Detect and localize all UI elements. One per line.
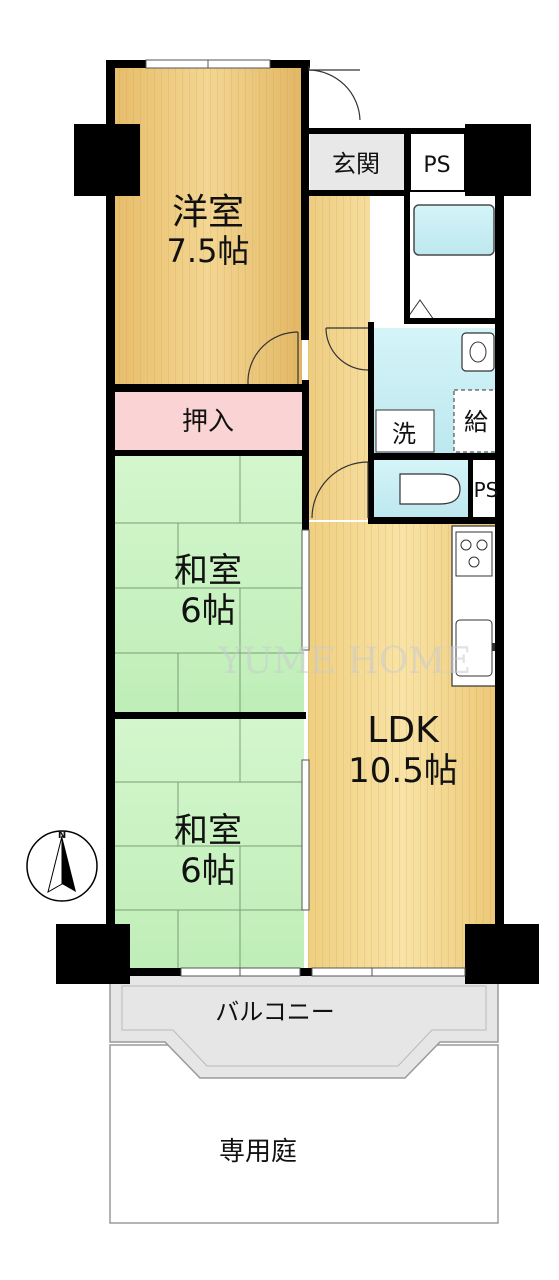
washbasin xyxy=(461,332,495,372)
balcony-area xyxy=(109,974,499,1079)
toilet-bowl xyxy=(399,473,461,505)
compass: N xyxy=(26,830,98,902)
column-sw xyxy=(56,924,130,984)
windows xyxy=(145,59,466,977)
compass-north-label: N xyxy=(58,830,66,841)
water-heater-label: 給 xyxy=(464,408,488,436)
japanese-room-1-floor xyxy=(114,455,304,712)
washroom-label: 洗 xyxy=(392,420,416,448)
japanese-room-1-name: 和室 xyxy=(174,551,242,591)
closet-floor xyxy=(114,392,302,450)
ldk-name: LDK xyxy=(367,710,440,751)
ps-top-label: PS xyxy=(423,153,450,178)
ps-top-area xyxy=(409,132,466,192)
washer-pan xyxy=(375,409,435,453)
garden-label: 専用庭 xyxy=(219,1137,297,1167)
stove xyxy=(455,531,493,577)
ps-toilet-area xyxy=(472,460,498,518)
watermark: YUME HOME xyxy=(218,641,472,682)
column-se xyxy=(465,924,539,984)
entrance-label: 玄関 xyxy=(332,150,380,178)
japanese-room-1-size: 6帖 xyxy=(180,591,236,631)
japanese-room-2-size: 6帖 xyxy=(180,851,236,891)
door-swings xyxy=(247,66,369,519)
western-room-size: 7.5帖 xyxy=(167,232,250,270)
entrance-floor xyxy=(310,133,406,191)
japanese-room-2-name: 和室 xyxy=(174,811,242,851)
bathtub xyxy=(413,204,495,256)
ps-toilet-label: PS xyxy=(474,478,499,502)
walls xyxy=(56,60,539,984)
western-room-name: 洋室 xyxy=(172,192,244,233)
sliding-doors xyxy=(301,529,310,911)
water-heater-box xyxy=(453,389,497,453)
balcony-label: バルコニー xyxy=(215,998,335,1026)
column-nw xyxy=(74,124,140,196)
closet-label: 押入 xyxy=(182,407,234,437)
japanese-room-2-floor xyxy=(114,718,304,970)
column-ne xyxy=(465,124,531,196)
ldk-size: 10.5帖 xyxy=(348,751,458,791)
